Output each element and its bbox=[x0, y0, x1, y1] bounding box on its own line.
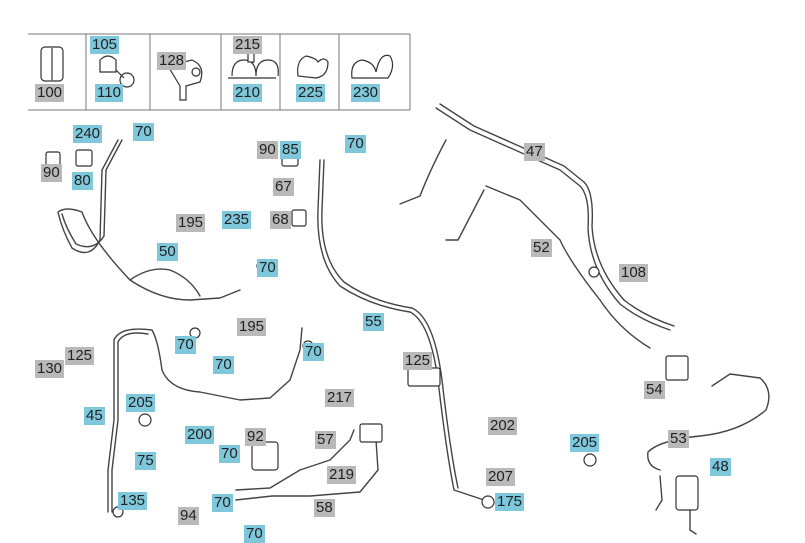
part-label-200[interactable]: 200 bbox=[185, 426, 215, 444]
part-label-195[interactable]: 195 bbox=[237, 318, 267, 336]
part-label-55[interactable]: 55 bbox=[363, 313, 384, 331]
part-label-135[interactable]: 135 bbox=[118, 492, 148, 510]
part-label-70[interactable]: 70 bbox=[175, 336, 196, 354]
part-label-130[interactable]: 130 bbox=[35, 360, 65, 378]
part-label-125[interactable]: 125 bbox=[403, 352, 433, 370]
part-label-85[interactable]: 85 bbox=[280, 141, 301, 159]
part-label-67[interactable]: 67 bbox=[273, 178, 294, 196]
part-label-48[interactable]: 48 bbox=[710, 458, 731, 476]
part-label-110[interactable]: 110 bbox=[95, 84, 123, 102]
part-label-175[interactable]: 175 bbox=[495, 493, 525, 511]
part-label-70[interactable]: 70 bbox=[345, 135, 366, 153]
part-label-90[interactable]: 90 bbox=[257, 141, 278, 159]
part-label-205[interactable]: 205 bbox=[570, 434, 600, 452]
part-label-90[interactable]: 90 bbox=[41, 164, 62, 182]
part-label-219[interactable]: 219 bbox=[327, 466, 357, 484]
part-label-207[interactable]: 207 bbox=[486, 468, 516, 486]
part-label-70[interactable]: 70 bbox=[303, 343, 324, 361]
part-label-75[interactable]: 75 bbox=[135, 452, 156, 470]
part-label-70[interactable]: 70 bbox=[244, 525, 265, 543]
pipe-network bbox=[57, 103, 770, 535]
part-label-68[interactable]: 68 bbox=[270, 211, 291, 229]
part-label-217[interactable]: 217 bbox=[325, 389, 355, 407]
bracket-plate-icon bbox=[167, 59, 203, 101]
part-label-205[interactable]: 205 bbox=[126, 394, 156, 412]
part-label-54[interactable]: 54 bbox=[644, 381, 665, 399]
part-label-105[interactable]: 105 bbox=[90, 36, 120, 54]
sleeve-icon bbox=[40, 46, 64, 82]
double-pipe-clip-icon bbox=[351, 54, 394, 79]
part-label-230[interactable]: 230 bbox=[351, 84, 381, 102]
part-label-70[interactable]: 70 bbox=[219, 445, 240, 463]
part-label-50[interactable]: 50 bbox=[157, 243, 178, 261]
part-label-128[interactable]: 128 bbox=[157, 52, 187, 70]
part-label-215[interactable]: 215 bbox=[233, 36, 263, 54]
part-label-94[interactable]: 94 bbox=[178, 507, 199, 525]
part-label-92[interactable]: 92 bbox=[245, 428, 266, 446]
part-label-240[interactable]: 240 bbox=[73, 125, 103, 143]
part-label-202[interactable]: 202 bbox=[488, 417, 518, 435]
part-label-210[interactable]: 210 bbox=[233, 84, 263, 102]
part-label-108[interactable]: 108 bbox=[619, 264, 649, 282]
part-label-195[interactable]: 195 bbox=[176, 214, 206, 232]
part-label-125[interactable]: 125 bbox=[65, 347, 95, 365]
part-label-70[interactable]: 70 bbox=[133, 123, 154, 141]
part-label-80[interactable]: 80 bbox=[72, 172, 93, 190]
legend-box bbox=[28, 33, 411, 111]
part-label-225[interactable]: 225 bbox=[296, 84, 326, 102]
part-label-52[interactable]: 52 bbox=[531, 239, 552, 257]
part-label-53[interactable]: 53 bbox=[668, 430, 689, 448]
pipe-clip-icon bbox=[297, 55, 329, 79]
part-label-47[interactable]: 47 bbox=[524, 143, 545, 161]
part-label-70[interactable]: 70 bbox=[213, 356, 234, 374]
part-label-70[interactable]: 70 bbox=[257, 259, 278, 277]
part-label-100[interactable]: 100 bbox=[35, 84, 65, 102]
part-label-70[interactable]: 70 bbox=[212, 494, 233, 512]
clamp-screw-icon bbox=[99, 55, 135, 88]
double-clip-icon bbox=[228, 51, 279, 79]
part-label-45[interactable]: 45 bbox=[84, 407, 105, 425]
part-label-58[interactable]: 58 bbox=[314, 499, 335, 517]
part-label-235[interactable]: 235 bbox=[222, 211, 252, 229]
part-label-57[interactable]: 57 bbox=[315, 431, 336, 449]
